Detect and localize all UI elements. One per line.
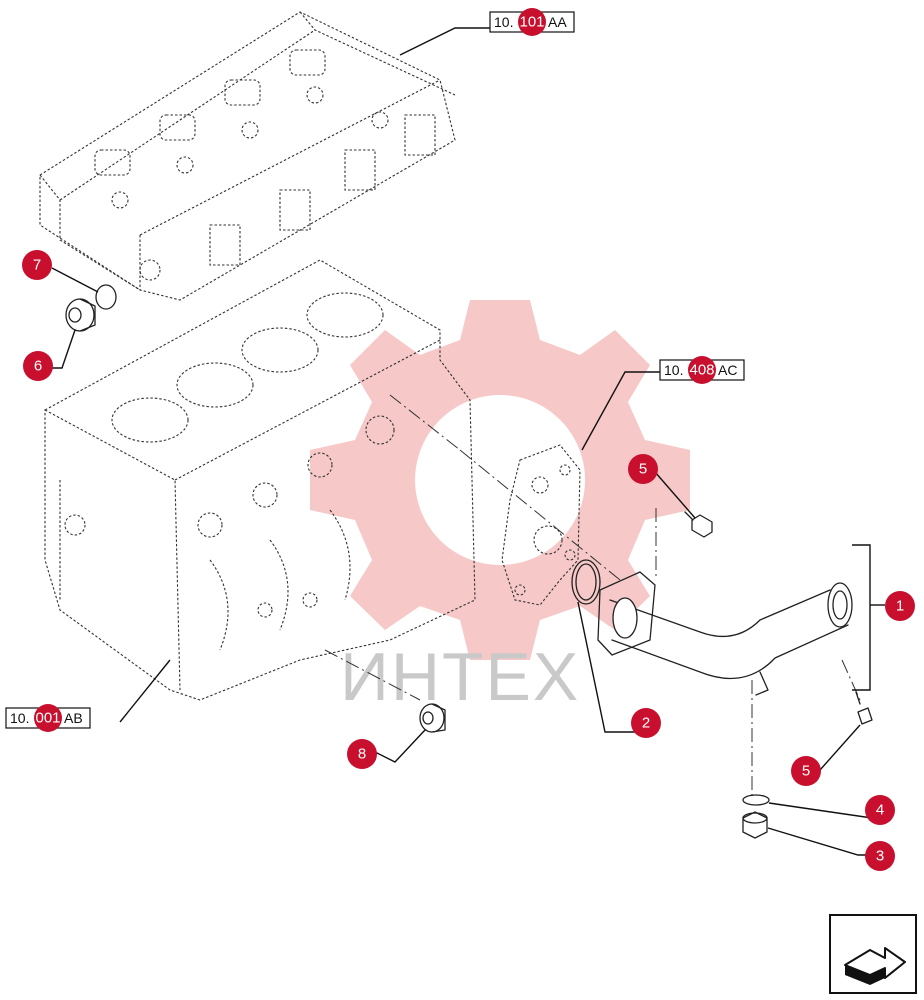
ref-number: 408 (689, 362, 714, 379)
callout-8: 8 (347, 739, 377, 769)
svg-text:3: 3 (876, 848, 884, 865)
ref-prefix: 10. (664, 362, 683, 378)
svg-text:5: 5 (802, 763, 810, 780)
next-page-arrow-icon[interactable] (829, 914, 917, 994)
svg-text:7: 7 (33, 257, 41, 274)
callout-5-upper: 5 (628, 454, 658, 484)
oil-pump-cover (501, 444, 581, 606)
assembly-lines (324, 394, 861, 800)
cylinder-head (39, 11, 456, 301)
svg-text:1: 1 (896, 598, 904, 615)
ref-number: 001 (35, 710, 60, 727)
svg-text:5: 5 (639, 461, 647, 478)
bolt-lower (855, 691, 873, 725)
ref-prefix: 10. (10, 710, 29, 726)
callout-3: 3 (865, 841, 895, 871)
cylinder-head-ports (94, 49, 436, 266)
threaded-plug (65, 298, 96, 332)
callout-2: 2 (631, 708, 661, 738)
callout-1: 1 (885, 591, 915, 621)
sealing-washer (742, 794, 770, 806)
engine-block (44, 259, 476, 701)
ref-cylinder-head[interactable]: 10. 101 AA (489, 8, 575, 36)
callout-5-lower: 5 (791, 756, 821, 786)
watermark-text: ИНТЕХ (340, 639, 580, 715)
svg-text:2: 2 (642, 715, 650, 732)
ref-oil-pump[interactable]: 10. 408 AC (659, 356, 745, 384)
svg-text:4: 4 (876, 802, 884, 819)
ref-suffix: AB (64, 710, 83, 726)
watermark-gear-icon (310, 300, 690, 660)
leader-lines (51, 27, 885, 856)
callout-7: 7 (22, 250, 52, 280)
oil-pipe (597, 571, 853, 696)
ref-prefix: 10. (494, 14, 513, 30)
sleeve (419, 703, 446, 733)
watermark: ИНТЕХ (310, 300, 690, 715)
plug-o-ring (95, 284, 117, 310)
ref-engine-block[interactable]: 10. 001 AB (5, 704, 91, 732)
ref-suffix: AC (718, 362, 737, 378)
bolt-upper (684, 511, 713, 538)
ref-number: 101 (519, 14, 544, 31)
callout-6: 6 (23, 351, 53, 381)
hex-plug (742, 811, 768, 839)
svg-text:8: 8 (358, 746, 366, 763)
ref-suffix: AA (548, 14, 567, 30)
svg-text:6: 6 (34, 358, 42, 375)
o-ring-seal (571, 559, 601, 605)
callout-4: 4 (865, 795, 895, 825)
